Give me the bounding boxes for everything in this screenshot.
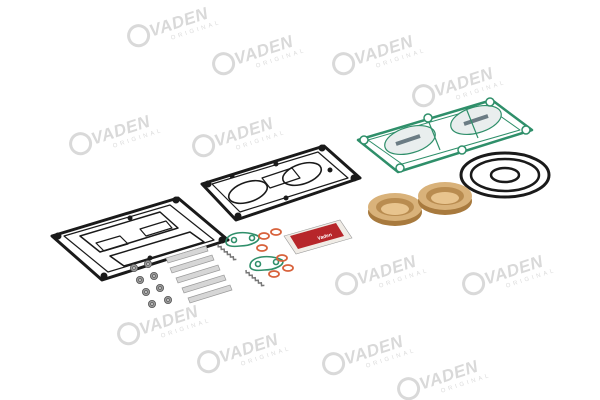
watermark: VADEN ORIGINAL [197, 330, 292, 374]
watermark: VADEN ORIGINAL [335, 252, 430, 296]
reed-valve-strips [165, 245, 233, 304]
watermark: VADEN ORIGINAL [127, 4, 222, 48]
watermark: VADEN ORIGINAL [69, 112, 164, 156]
watermark: VADEN ORIGINAL [332, 32, 427, 76]
small-o-rings [256, 228, 294, 278]
watermark: VADEN ORIGINAL [397, 357, 492, 400]
valve-plate-gasket [356, 97, 534, 174]
watermark: VADEN ORIGINAL [117, 302, 212, 346]
watermark: VADEN ORIGINAL [192, 114, 287, 158]
watermark-layer: VADEN ORIGINAL VADEN ORIGINAL VADEN ORIG… [69, 4, 557, 400]
watermark: VADEN ORIGINAL [462, 252, 557, 296]
lower-cylinder-head-gasket [50, 196, 230, 282]
instruction-label: Vaden [283, 219, 353, 255]
brass-valve-caps [368, 182, 472, 226]
brass-cap [368, 193, 422, 226]
watermark: VADEN ORIGINAL [212, 32, 307, 76]
large-o-rings [459, 151, 551, 199]
springs [217, 243, 265, 287]
green-reed-gaskets [225, 231, 284, 272]
brass-cap [418, 182, 472, 215]
nuts [129, 259, 172, 308]
upper-cylinder-head-gasket [200, 144, 362, 222]
watermark: VADEN ORIGINAL [322, 332, 417, 376]
label-brand: Vaden [317, 232, 333, 242]
